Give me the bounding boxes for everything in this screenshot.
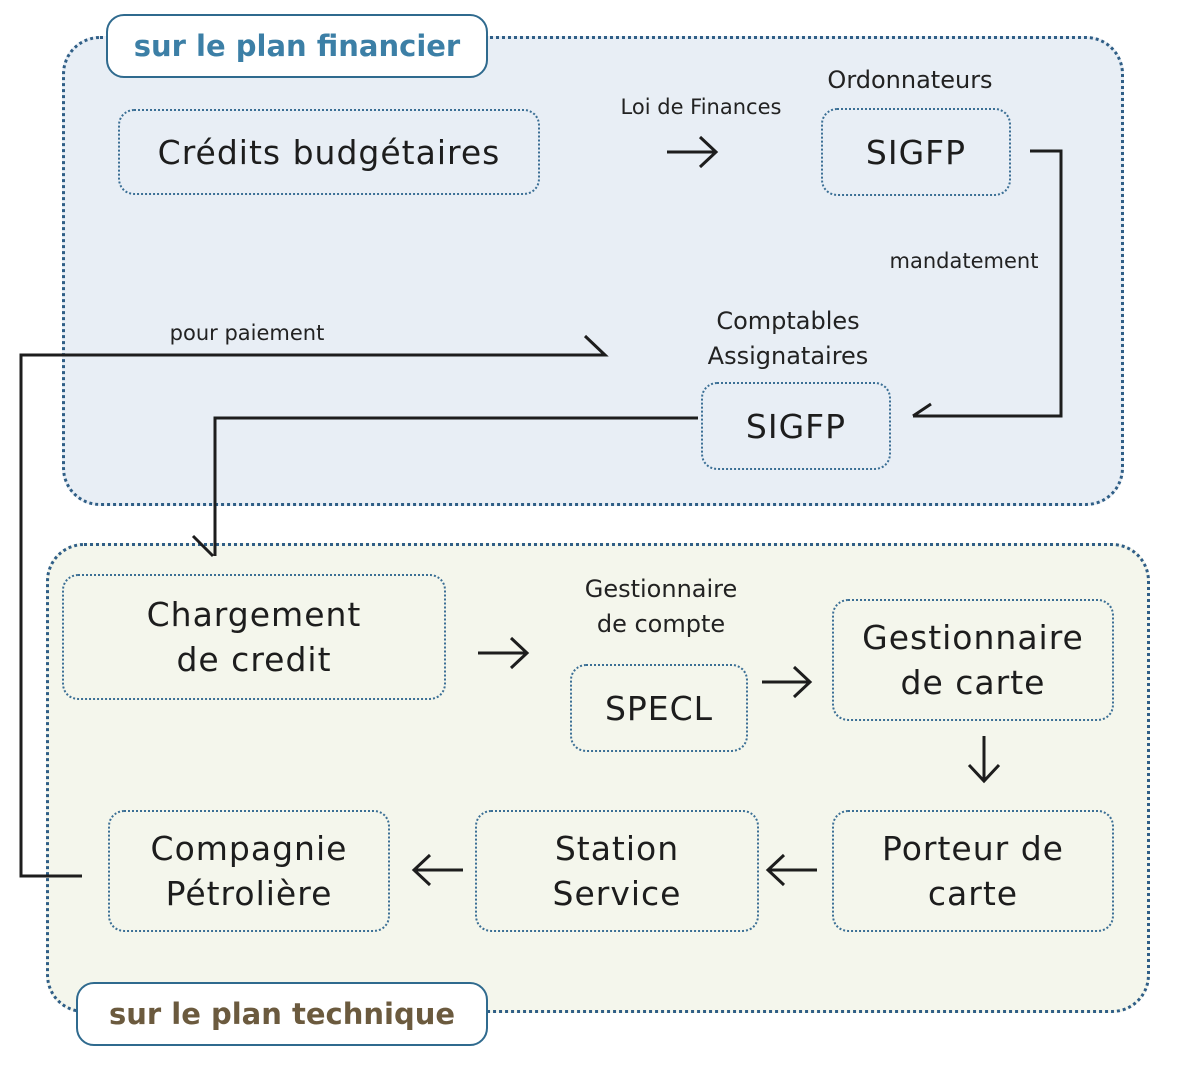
station-line1: Station [554, 829, 680, 868]
specl-label: SPECL [604, 688, 714, 728]
gestionnaire-compte-line1: Gestionnaire [584, 575, 738, 603]
porteur-line1: Porteur de [882, 829, 1064, 868]
comptables-line2: Assignataires [707, 342, 869, 370]
financial-panel-title: sur le plan financier [106, 14, 488, 78]
porteur-carte-label: Porteur de carte [882, 826, 1064, 916]
sigfp-comptables-label: SIGFP [745, 406, 847, 446]
station-line2: Service [552, 874, 682, 913]
sigfp-ordonnateurs-box: SIGFP [821, 108, 1011, 196]
loi-de-finances-label: Loi de Finances [620, 95, 782, 119]
gestionnaire-carte-box: Gestionnaire de carte [832, 599, 1114, 721]
mandatement-label: mandatement [889, 249, 1039, 273]
credits-budgetaires-box: Crédits budgétaires [118, 109, 540, 195]
compagnie-petroliere-box: Compagnie Pétrolière [108, 810, 390, 932]
compagnie-line1: Compagnie [150, 829, 348, 868]
station-service-box: Station Service [475, 810, 759, 932]
sigfp-ordonnateurs-label: SIGFP [865, 132, 967, 172]
pour-paiement-label: pour paiement [169, 321, 325, 345]
chargement-credit-box: Chargement de credit [62, 574, 446, 700]
financial-panel [62, 36, 1124, 506]
credits-budgetaires-label: Crédits budgétaires [157, 132, 501, 172]
arrow-credits-to-sigfp [667, 135, 719, 169]
gestionnaire-carte-line1: Gestionnaire [862, 618, 1084, 657]
arrow-porteur-to-station [765, 853, 817, 887]
arrow-chargement-to-specl [478, 636, 530, 670]
porteur-line2: carte [927, 874, 1019, 913]
connector-sigfp-to-chargement [191, 416, 698, 558]
arrow-specl-to-gestionnaire [762, 665, 813, 699]
arrow-station-to-compagnie [411, 853, 463, 887]
comptables-line1: Comptables [716, 307, 860, 335]
sigfp-comptables-box: SIGFP [701, 382, 891, 470]
gestionnaire-carte-line2: de carte [900, 663, 1046, 702]
chargement-line1: Chargement [146, 595, 362, 634]
technical-panel [46, 543, 1150, 1013]
station-service-label: Station Service [553, 826, 682, 916]
porteur-carte-box: Porteur de carte [832, 810, 1114, 932]
ordonnateurs-label: Ordonnateurs [827, 66, 993, 94]
chargement-credit-label: Chargement de credit [147, 592, 362, 682]
compagnie-line2: Pétrolière [165, 874, 333, 913]
technical-panel-title: sur le plan technique [76, 982, 488, 1046]
arrow-gestionnaire-to-porteur [967, 736, 1001, 784]
connector-mandatement [912, 149, 1063, 418]
comptables-assignataires-label: Comptables Assignataires [690, 304, 886, 374]
connector-pour-paiement [19, 334, 609, 878]
gestionnaire-compte-line2: de compte [596, 610, 726, 638]
gestionnaire-carte-label: Gestionnaire de carte [862, 615, 1084, 705]
chargement-line2: de credit [176, 640, 332, 679]
gestionnaire-compte-label: Gestionnaire de compte [572, 572, 750, 642]
specl-box: SPECL [570, 664, 748, 752]
compagnie-petroliere-label: Compagnie Pétrolière [151, 826, 348, 916]
